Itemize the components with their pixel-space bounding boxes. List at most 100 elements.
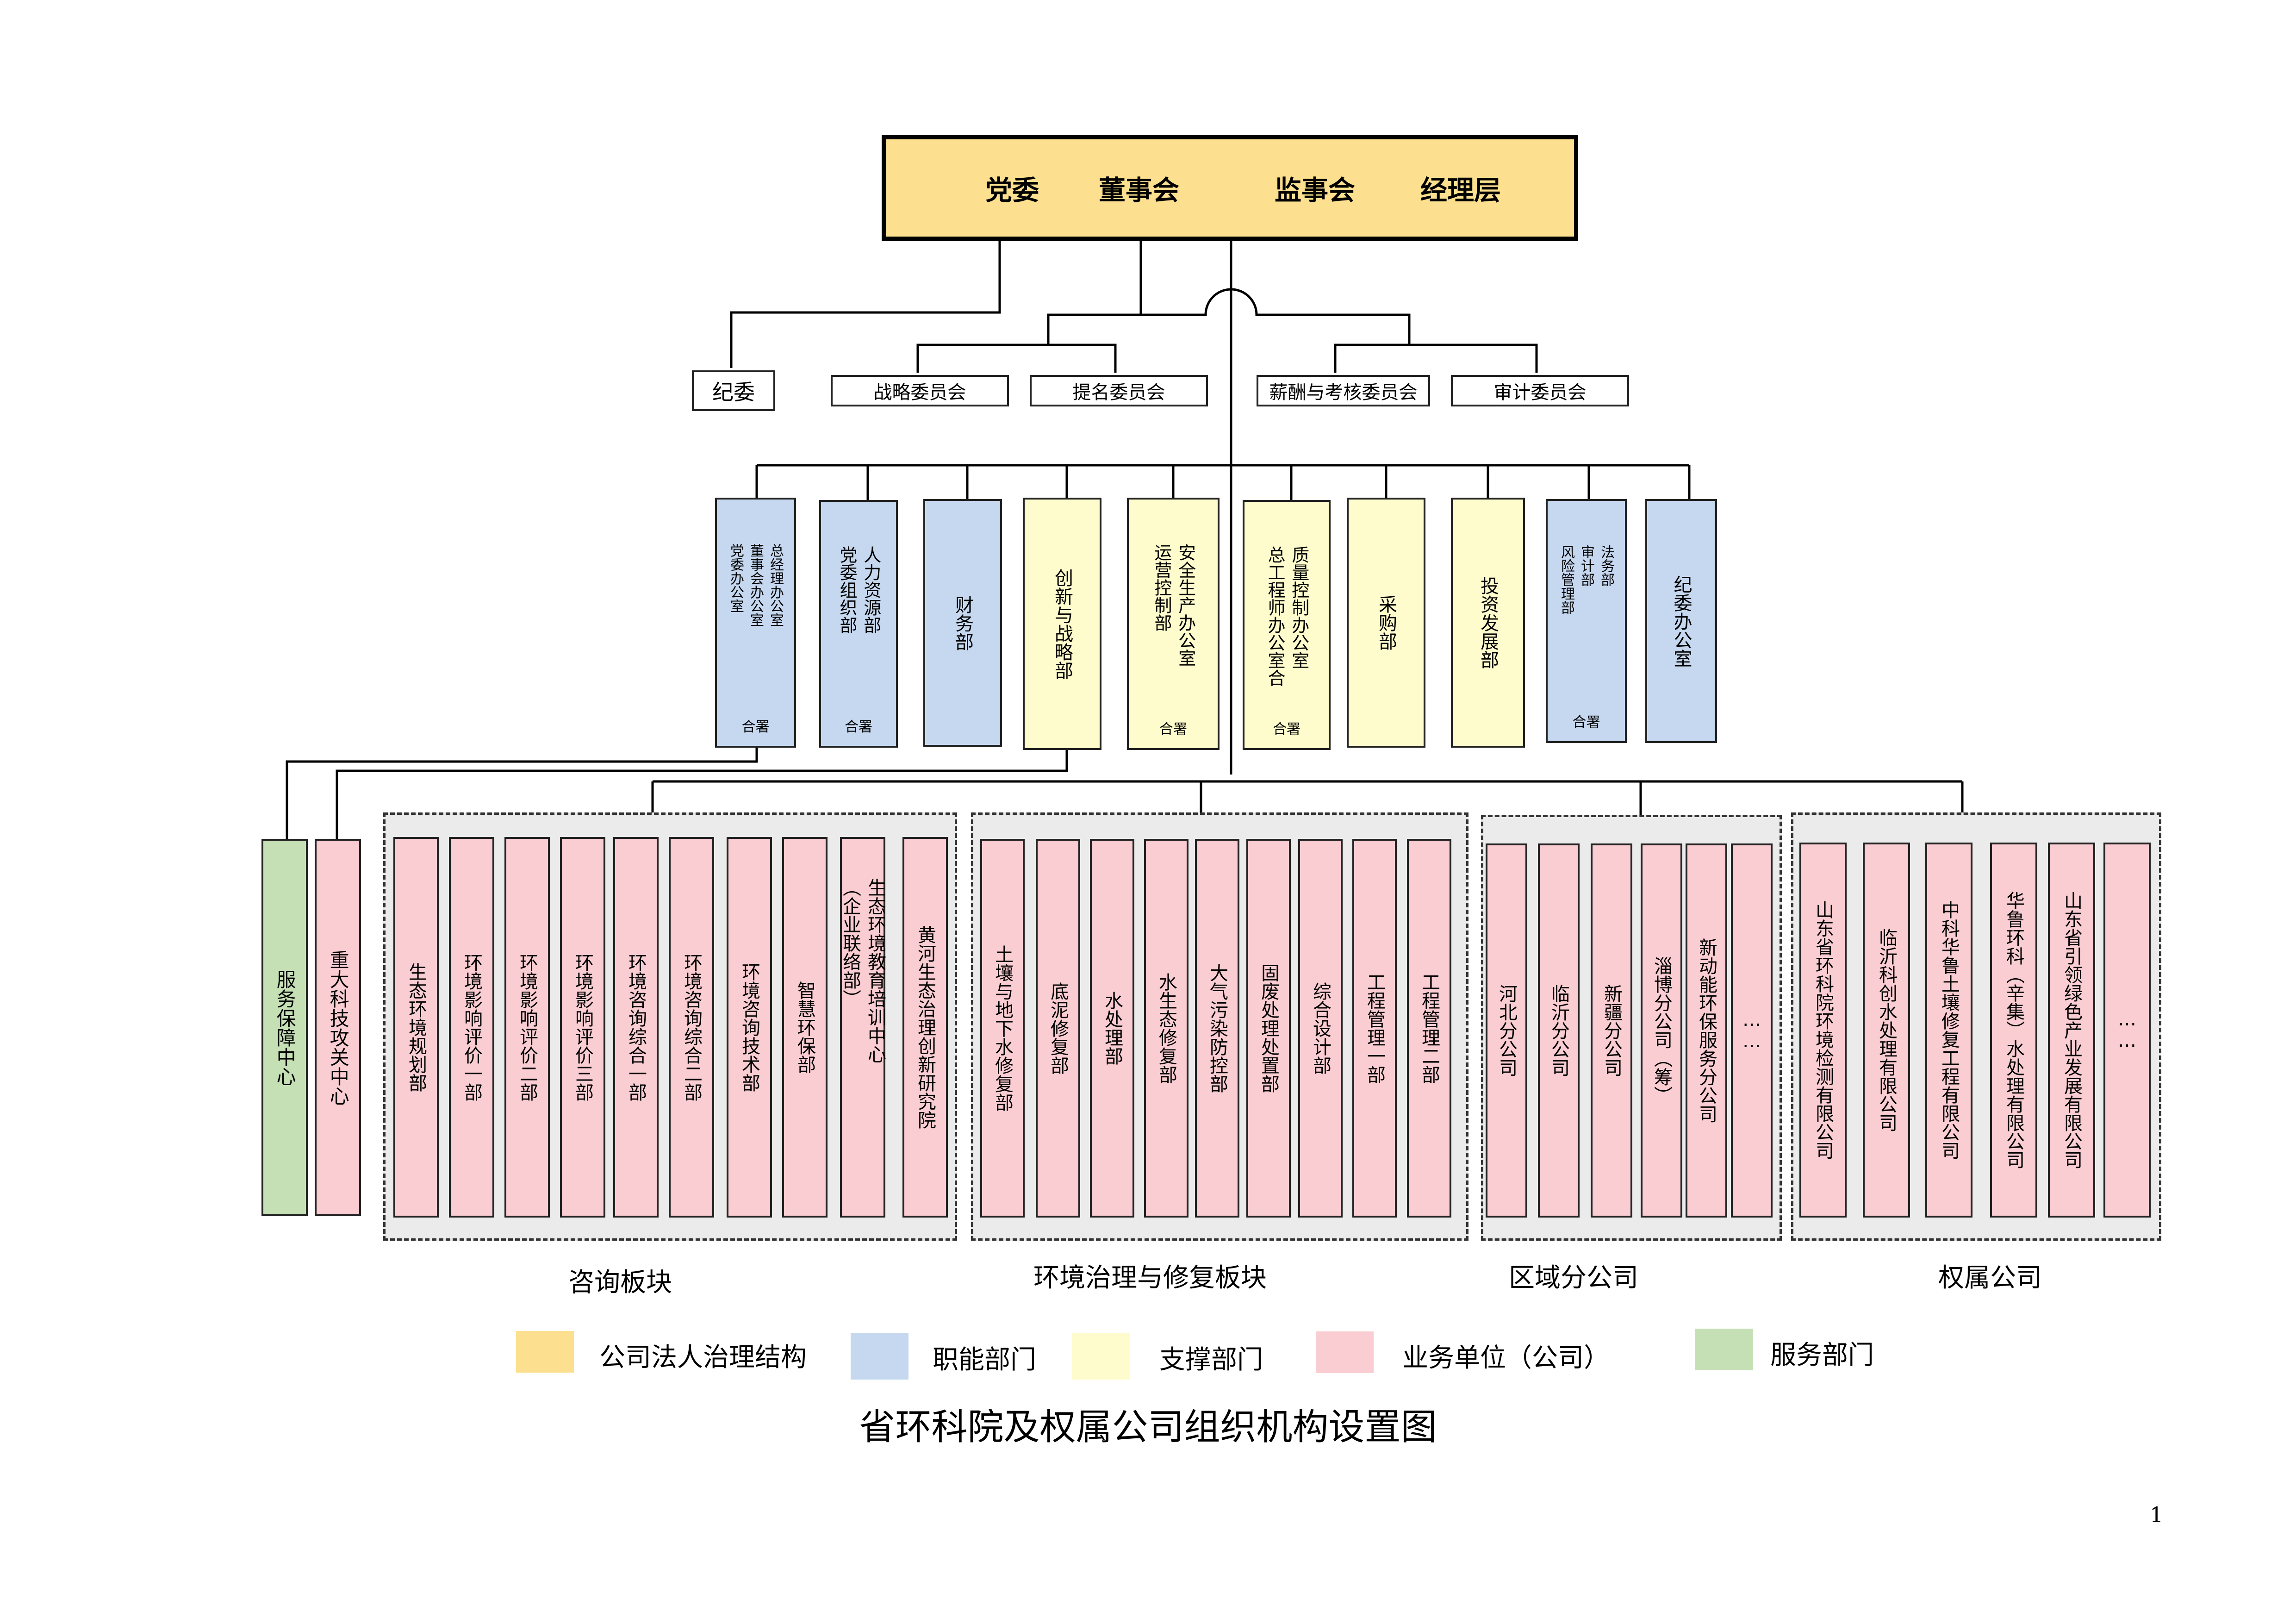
governance-box: 党委 董事会 监事会 经理层 [882,135,1578,241]
label-column: 党委办公室 [728,543,744,613]
label-column: 水处理部 [1101,991,1123,1065]
legend-swatch [1072,1333,1130,1380]
label-column: 底泥修复部 [1047,982,1069,1074]
group-label-subsidiaries: 权属公司 [1938,1263,2042,1293]
business-unit-box: 环境影响评价一部 [449,837,494,1218]
business-unit-box: 淄博分公司（筹） [1641,843,1682,1218]
label-column: 新动能环保服务分公司 [1696,938,1717,1123]
vertical-label: 山东省引领绿色产业发展有限公司 [2050,844,2093,1216]
top-item-party: 党委 [985,175,1039,206]
vertical-label: 创新与战略部 [1025,500,1100,748]
legend-swatch [1695,1329,1753,1370]
business-unit-box: …… [1731,843,1773,1218]
label-column: 综合设计部 [1310,982,1331,1074]
department-box: 法务部审计部风险管理部合署 [1546,499,1627,743]
label-column: 环境影响评价一部 [461,953,482,1101]
vertical-label: 环境影响评价一部 [451,839,492,1216]
vertical-label: 环境咨询技术部 [728,839,770,1216]
label-column: 固废处理处置部 [1258,963,1279,1093]
label-column: 服务保障中心 [274,969,297,1086]
label-column: 环境影响评价二部 [516,953,538,1101]
business-unit-box: 华鲁环科（辛集）水处理有限公司 [1990,843,2037,1218]
business-unit-box: 临沂科创水处理有限公司 [1863,843,1910,1218]
business-unit-box: 山东省环科院环境检测有限公司 [1799,843,1847,1218]
label-column: 董事会办公室 [747,543,764,627]
vertical-label: 河北分公司 [1487,845,1525,1216]
label-column: 工程管理二部 [1419,973,1440,1084]
business-unit-box: 山东省引领绿色产业发展有限公司 [2048,843,2095,1218]
label-column: 人力资源部 [860,546,881,634]
department-box: 人力资源部党委组织部合署 [819,500,898,748]
vertical-label: 中科华鲁土壤修复工程有限公司 [1927,844,1971,1216]
vertical-label: 生态环境规划部 [395,839,437,1216]
vertical-label: 工程管理二部 [1409,841,1450,1216]
business-unit-box: 智慧环保部 [782,837,828,1218]
business-unit-box: 综合设计部 [1298,839,1343,1218]
business-unit-box: 新疆分公司 [1591,843,1632,1218]
vertical-label: 智慧环保部 [784,839,826,1216]
group-label-regional: 区域分公司 [1509,1263,1638,1293]
department-note: 合署 [1273,721,1300,737]
label-column: 法务部 [1598,545,1614,587]
vertical-label: …… [2105,844,2149,1216]
label-column: 环境影响评价三部 [572,953,593,1101]
label-column: 水生态修复部 [1156,973,1177,1084]
business-unit-box: 水处理部 [1090,839,1134,1218]
vertical-label: …… [1733,845,1771,1216]
committee-strategy: 战略委员会 [831,375,1009,406]
vertical-label: 投资发展部 [1453,500,1523,746]
legend-label: 支撑部门 [1159,1345,1263,1375]
business-unit-box: 工程管理一部 [1352,839,1397,1218]
vertical-label: 服务保障中心 [263,841,306,1214]
business-unit-box: …… [2103,843,2151,1218]
label-column: 工程管理一部 [1364,973,1385,1084]
department-box: 创新与战略部 [1023,498,1101,750]
vertical-label: 重大科技攻关中心 [317,841,359,1214]
vertical-label: 黄河生态治理创新研究院 [904,839,946,1216]
label-column: 风险管理部 [1558,545,1574,614]
department-box: 纪委办公室 [1645,499,1717,743]
vertical-label: 新疆分公司 [1593,845,1630,1216]
label-column: 中科华鲁土壤修复工程有限公司 [1938,900,1960,1160]
vertical-label: 大气污染防控部 [1197,841,1238,1216]
vertical-label: 底泥修复部 [1038,841,1078,1216]
page-number: 1 [2150,1502,2164,1527]
vertical-label: 山东省环科院环境检测有限公司 [1801,844,1845,1216]
business-unit-box: 环境咨询技术部 [727,837,772,1218]
department-note: 合署 [1159,721,1187,737]
vertical-label: 临沂分公司 [1540,845,1578,1216]
business-unit-box: 环境影响评价三部 [560,837,605,1218]
business-unit-box: 黄河生态治理创新研究院 [902,837,948,1218]
vertical-label: 环境影响评价二部 [506,839,548,1216]
business-unit-box: 中科华鲁土壤修复工程有限公司 [1925,843,1972,1218]
top-item-management: 经理层 [1420,175,1501,206]
vertical-label: 水生态修复部 [1146,841,1187,1216]
vertical-label: 法务部审计部风险管理部 [1548,545,1625,614]
group-label-consulting: 咨询板块 [568,1268,672,1298]
business-unit-box: 环境咨询综合二部 [669,837,714,1218]
label-column: 华鲁环科（辛集）水处理有限公司 [2003,891,2024,1169]
label-column: 创新与战略部 [1052,568,1073,680]
department-box: 安全生产办公室运营控制部合署 [1127,498,1220,750]
label-column: 山东省环科院环境检测有限公司 [1812,900,1834,1160]
committee-salary: 薪酬与考核委员会 [1257,375,1430,406]
label-column: …… [2116,1009,2138,1051]
vertical-label: 人力资源部党委组织部 [821,546,896,634]
chart-title: 省环科院及权属公司组织机构设置图 [859,1406,1437,1448]
business-unit-box: 环境咨询综合一部 [613,837,659,1218]
legend-label: 职能部门 [933,1345,1036,1375]
department-note: 合署 [1572,714,1600,731]
label-column: 运营控制部 [1151,543,1172,631]
department-box: 总经理办公室董事会办公室党委办公室合署 [715,498,796,748]
department-note: 合署 [845,719,872,735]
department-box: 质量控制办公室总工程师办公室合合署 [1243,500,1331,750]
vertical-label: 纪委办公室 [1647,501,1715,741]
business-unit-box: 水生态修复部 [1144,839,1188,1218]
label-column: 大气污染防控部 [1207,963,1228,1093]
research-center-box: 重大科技攻关中心 [315,839,361,1216]
legend-swatch [851,1333,908,1380]
label-column: 质量控制办公室 [1288,546,1309,669]
service-center-box: 服务保障中心 [261,839,308,1216]
top-item-supervisors: 监事会 [1275,175,1356,206]
